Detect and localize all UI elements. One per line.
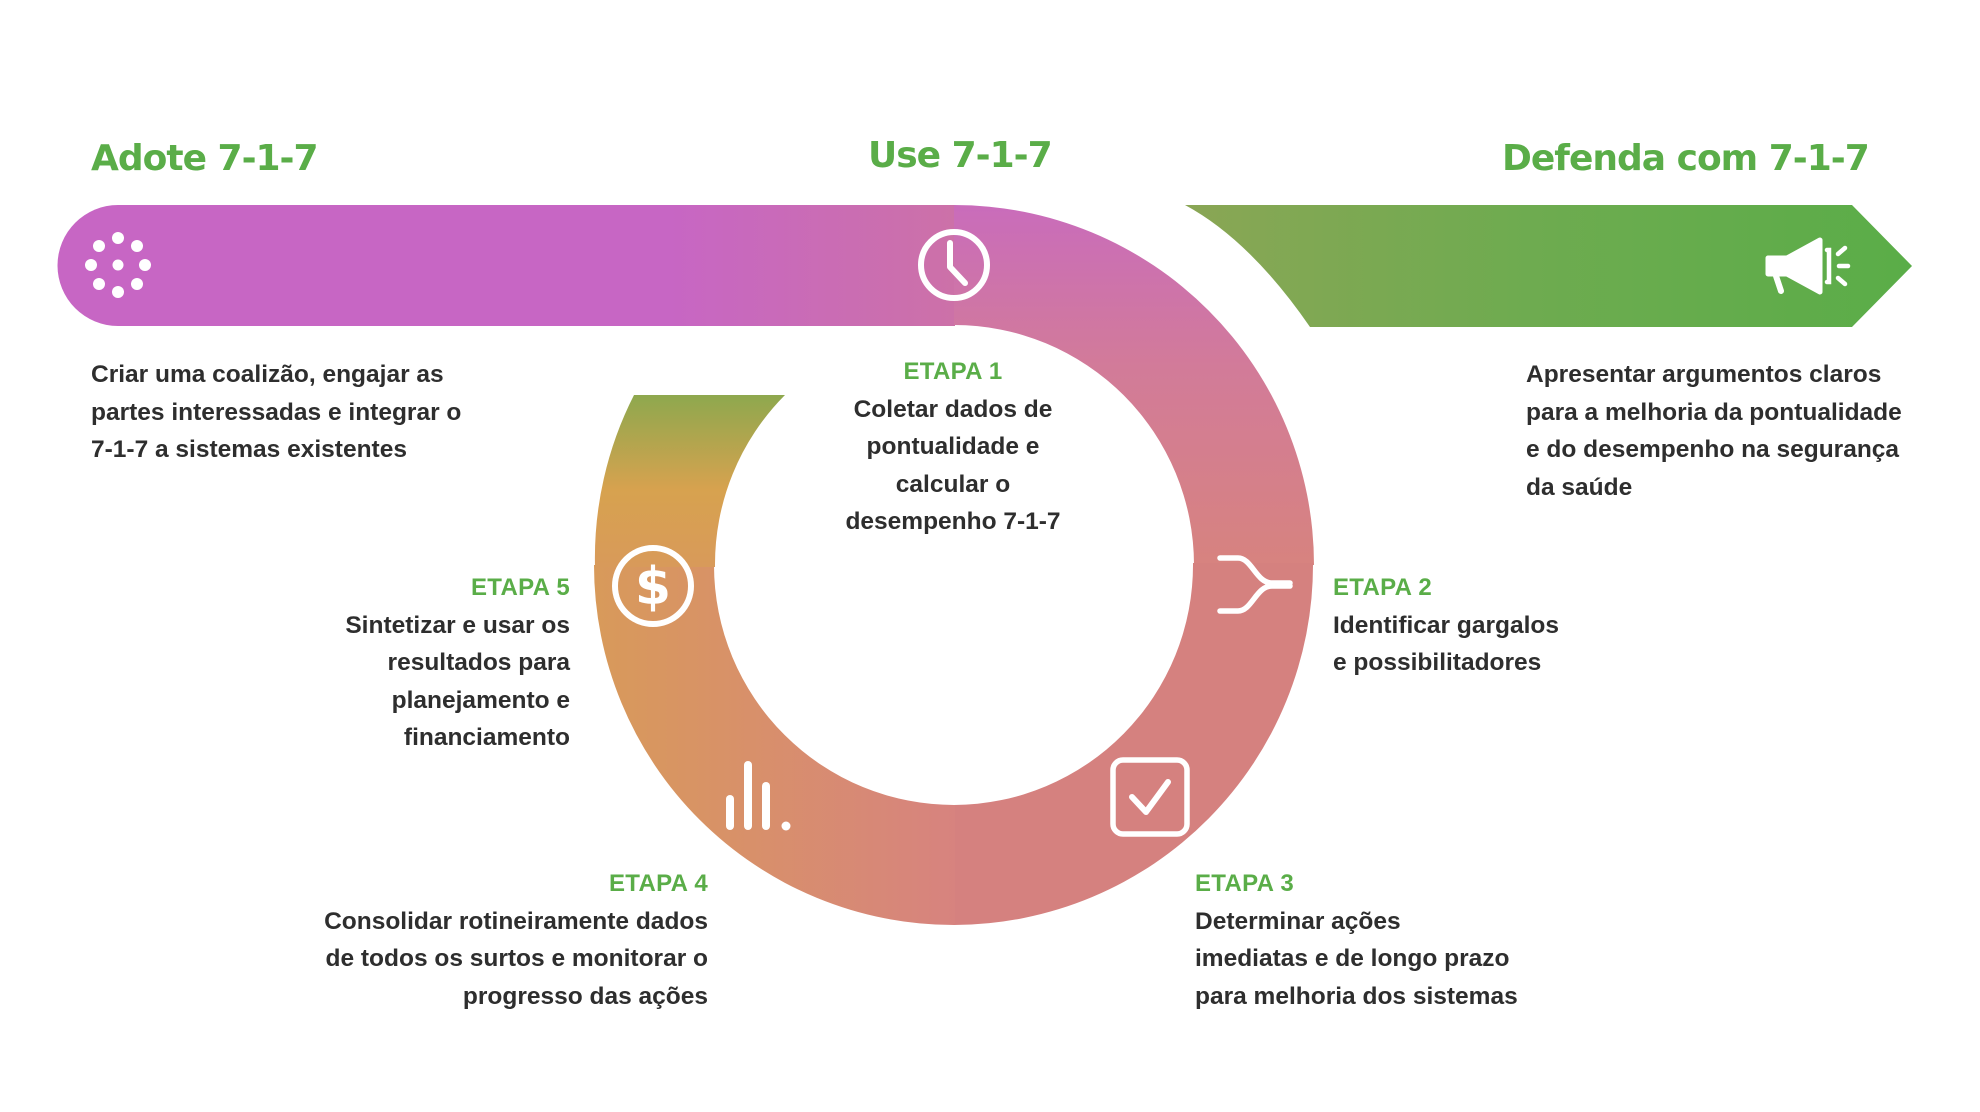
use-heading: Use 7-1-7 <box>868 135 1053 176</box>
bar-chart-icon <box>726 761 791 831</box>
defend-heading: Defenda com 7-1-7 <box>1502 138 1870 179</box>
step-2-block: ETAPA 2 Identificar gargalos e possibili… <box>1333 569 1633 682</box>
step-1-label: ETAPA 1 <box>903 358 1003 385</box>
step-2-label: ETAPA 2 <box>1333 574 1433 601</box>
clock-icon <box>918 229 990 301</box>
step-5-description: Sintetizar e usar os resultados para pla… <box>345 611 570 752</box>
step-1-description: Coletar dados de pontualidade e calcular… <box>845 395 1061 536</box>
defend-description-block: Apresentar argumentos claros para a melh… <box>1526 356 1956 506</box>
defend-arrow <box>1185 205 1912 327</box>
dollar-icon: $ <box>612 545 694 627</box>
defend-description: Apresentar argumentos claros para a melh… <box>1526 361 1902 501</box>
cycle-ring-bottom-right <box>954 563 1314 925</box>
step-3-label: ETAPA 3 <box>1195 870 1295 897</box>
step-5-block: ETAPA 5 Sintetizar e usar os resultados … <box>290 569 570 757</box>
step-3-description: Determinar ações imediatas e de longo pr… <box>1195 907 1518 1010</box>
dots-circle-icon <box>85 232 151 298</box>
step-4-block: ETAPA 4 Consolidar rotineiramente dados … <box>278 865 708 1015</box>
checkbox-icon <box>1110 757 1190 837</box>
step-4-description: Consolidar rotineiramente dados de todos… <box>324 907 708 1010</box>
step-2-description: Identificar gargalos e possibilitadores <box>1333 611 1560 677</box>
step-3-block: ETAPA 3 Determinar ações imediatas e de … <box>1195 865 1565 1015</box>
merge-arrows-icon <box>1217 555 1293 614</box>
adopt-use-band <box>57 205 955 326</box>
svg-text:$: $ <box>635 557 671 617</box>
step-1-block: ETAPA 1 Coletar dados de pontualidade e … <box>803 353 1103 541</box>
cycle-ring-left <box>594 395 785 567</box>
adopt-description-block: Criar uma coalizão, engajar as partes in… <box>91 356 511 469</box>
step-5-label: ETAPA 5 <box>470 574 570 601</box>
step-4-label: ETAPA 4 <box>608 870 708 897</box>
adopt-heading: Adote 7-1-7 <box>91 138 319 179</box>
adopt-description: Criar uma coalizão, engajar as partes in… <box>91 361 462 463</box>
megaphone-icon <box>1765 237 1851 295</box>
cycle-ring-top-right <box>954 205 1314 565</box>
cycle-ring-bottom-left <box>594 565 955 926</box>
